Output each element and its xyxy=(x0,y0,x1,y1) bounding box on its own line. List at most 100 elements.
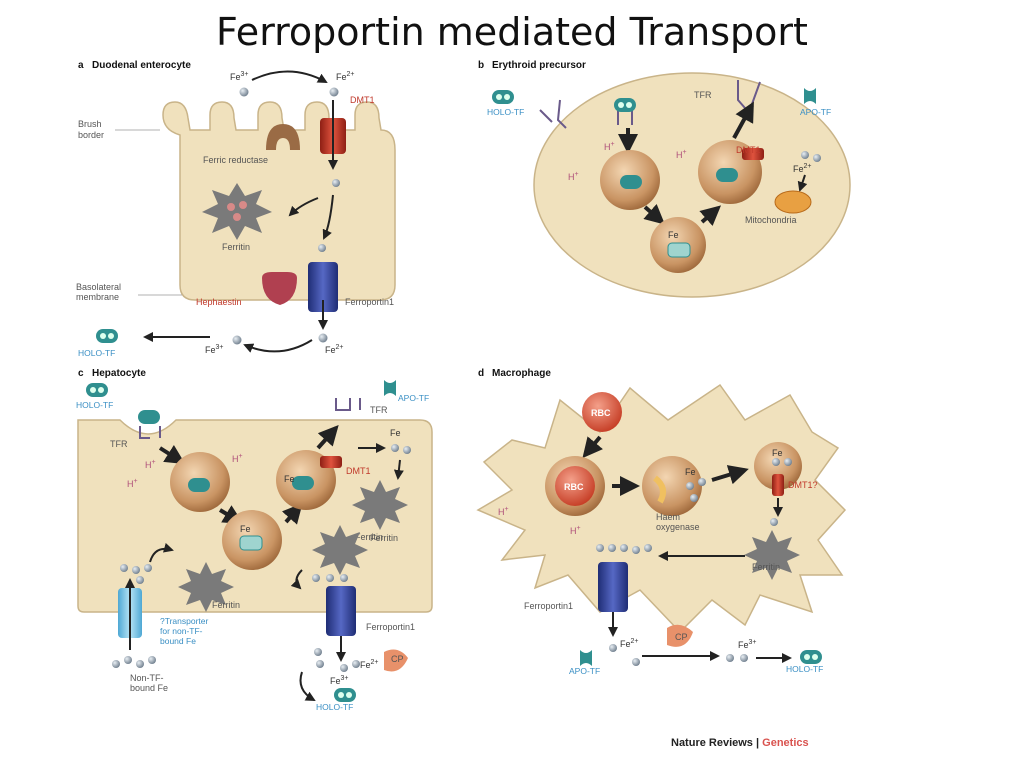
panel-a-duodenal-enterocyte: a Duodenal enterocyte Fe3+ Fe2+ DMT1 Fer… xyxy=(76,60,396,358)
apo-tf-icon-c xyxy=(384,380,396,396)
ferric-reductase-icon xyxy=(266,124,300,150)
ferritin-label-c2: Ferritin xyxy=(370,533,398,543)
slide-title: Ferroportin mediated Transport xyxy=(216,10,808,54)
h-label-d1: H+ xyxy=(498,506,509,517)
tfr-label-b: TFR xyxy=(694,90,712,100)
tfr-label-c-left: TFR xyxy=(110,439,128,449)
fe2-ion-bottom xyxy=(318,333,328,343)
panel-c-title: Hepatocyte xyxy=(92,368,146,379)
panel-b-letter: b xyxy=(478,60,484,71)
fe-ferritin-arrow-c xyxy=(393,459,404,480)
journal-separator: | xyxy=(752,737,763,749)
rbc-top xyxy=(582,392,622,432)
ferroportin-transporter-a xyxy=(308,262,338,312)
rbc-mid xyxy=(555,466,595,506)
basolateral-label-1: Basolateral xyxy=(76,282,121,292)
fe-label-d1: Fe xyxy=(685,467,696,477)
ferritin-release-arrow-c xyxy=(290,569,303,590)
h-label-c2: H+ xyxy=(232,453,243,464)
fe2-label-d: Fe2+ xyxy=(620,638,639,649)
ferroportin-transporter-d xyxy=(598,562,628,612)
dmt1-label-c: DMT1 xyxy=(346,466,371,476)
cp-label-c: CP xyxy=(391,654,404,664)
holo-tf-bound-c xyxy=(138,410,160,424)
ferritin-label-c3: Ferritin xyxy=(212,600,240,610)
endocytosis-arrow-c xyxy=(158,444,186,465)
tf-in-endosome-c2 xyxy=(239,535,263,551)
holo-tf-label-b: HOLO-TF xyxy=(487,107,524,117)
ferritin-icon-c3 xyxy=(178,562,234,612)
fe3-label-top: Fe3+ xyxy=(230,71,249,82)
tfr-receptor-c2 xyxy=(139,426,161,439)
tfr-receptor-c1 xyxy=(335,398,361,411)
fe-label-c-top: Fe xyxy=(390,428,401,438)
journal-credit: Nature Reviews | Genetics xyxy=(671,737,809,749)
holo-tf-icon-a xyxy=(96,329,118,343)
mitochondria-icon xyxy=(774,190,812,214)
fe-ion-a2 xyxy=(318,244,326,252)
tf-in-endosome-c1 xyxy=(188,478,210,492)
fe3-label-d: Fe3+ xyxy=(738,639,757,650)
holo-tf-label-c-bottom: HOLO-TF xyxy=(316,702,353,712)
fe2-label-c: Fe2+ xyxy=(360,659,379,670)
dmt1-transporter-d xyxy=(772,474,784,496)
apo-tf-label-d: APO-TF xyxy=(569,666,600,676)
ferritin-icon-c1 xyxy=(352,480,408,530)
panel-d-macrophage: d Macrophage RBC RBC H+ H+ Fe Haem oxyge… xyxy=(476,368,847,676)
hephaestin-icon xyxy=(262,272,297,305)
h-label-c1: H+ xyxy=(145,459,156,470)
fusion-arrow-b xyxy=(699,205,722,227)
erythroid-cell xyxy=(533,72,851,298)
dmt1-label-b: DMT1 xyxy=(736,145,761,155)
ferroportin-label-a: Ferroportin1 xyxy=(345,297,394,307)
panel-a-letter: a xyxy=(78,60,84,71)
non-tf-label-2: bound Fe xyxy=(130,683,168,693)
tf-in-endosome-c3 xyxy=(292,476,314,490)
h-label-b1: H+ xyxy=(604,141,615,152)
panel-a-title: Duodenal enterocyte xyxy=(92,60,191,71)
holo-tf-label-d: HOLO-TF xyxy=(786,664,823,674)
apo-tf-label-c: APO-TF xyxy=(398,393,429,403)
ferric-reductase-label: Ferric reductase xyxy=(203,155,268,165)
tfr-label-c-top: TFR xyxy=(370,405,388,415)
mature-arrow-b xyxy=(643,203,665,225)
apo-tf-label-b: APO-TF xyxy=(800,107,831,117)
journal-name: Nature Reviews xyxy=(671,737,753,749)
fe-label-c-left: Fe xyxy=(240,524,251,534)
transporter-label-3: bound Fe xyxy=(160,636,196,646)
fe-ion-b1 xyxy=(801,151,809,159)
holo-tf-icon-c xyxy=(86,383,108,397)
panel-d-title: Macrophage xyxy=(492,368,551,379)
ferritin-label-c1: Ferritin xyxy=(355,532,383,542)
tf-in-endosome-b2 xyxy=(716,168,738,182)
fe-ion-b2 xyxy=(813,154,821,162)
journal-section: Genetics xyxy=(762,737,809,749)
ferritin-icon-d xyxy=(744,530,800,580)
ceruloplasmin-icon-d xyxy=(667,624,693,647)
phagocytosis-arrow-d xyxy=(582,435,603,459)
dmt1-transporter-b xyxy=(742,148,764,160)
rbc-label-top: RBC xyxy=(591,408,611,418)
panel-d-letter: d xyxy=(478,368,484,379)
fe3-label-bottom: Fe3+ xyxy=(205,344,224,355)
mito-arrow-b xyxy=(797,174,808,192)
ferritin-icon-c2 xyxy=(312,525,368,575)
h-label-c3: H+ xyxy=(127,478,138,489)
fe3-ion-top xyxy=(239,87,249,97)
dmt1-label-a: DMT1 xyxy=(350,95,375,105)
holo-tf-label-a: HOLO-TF xyxy=(78,348,115,358)
fe3-ion-bottom xyxy=(232,335,242,345)
brush-border-label-1: Brush xyxy=(78,119,102,129)
haem-oxygenase-label-2: oxygenase xyxy=(656,522,700,532)
dmt1-label-d: DMT1? xyxy=(788,480,818,490)
tf-in-endosome-b3 xyxy=(667,242,691,258)
fe-label-d2: Fe xyxy=(772,448,783,458)
ferroportin-transporter-c xyxy=(326,586,356,636)
fe2-label-b: Fe2+ xyxy=(793,163,812,174)
fe3-label-c: Fe3+ xyxy=(330,675,349,686)
transporter-label-1: ?Transporter xyxy=(160,616,209,626)
h-label-d2: H+ xyxy=(570,525,581,536)
h-label-b2: H+ xyxy=(676,149,687,160)
fe2-label-top: Fe2+ xyxy=(336,71,355,82)
